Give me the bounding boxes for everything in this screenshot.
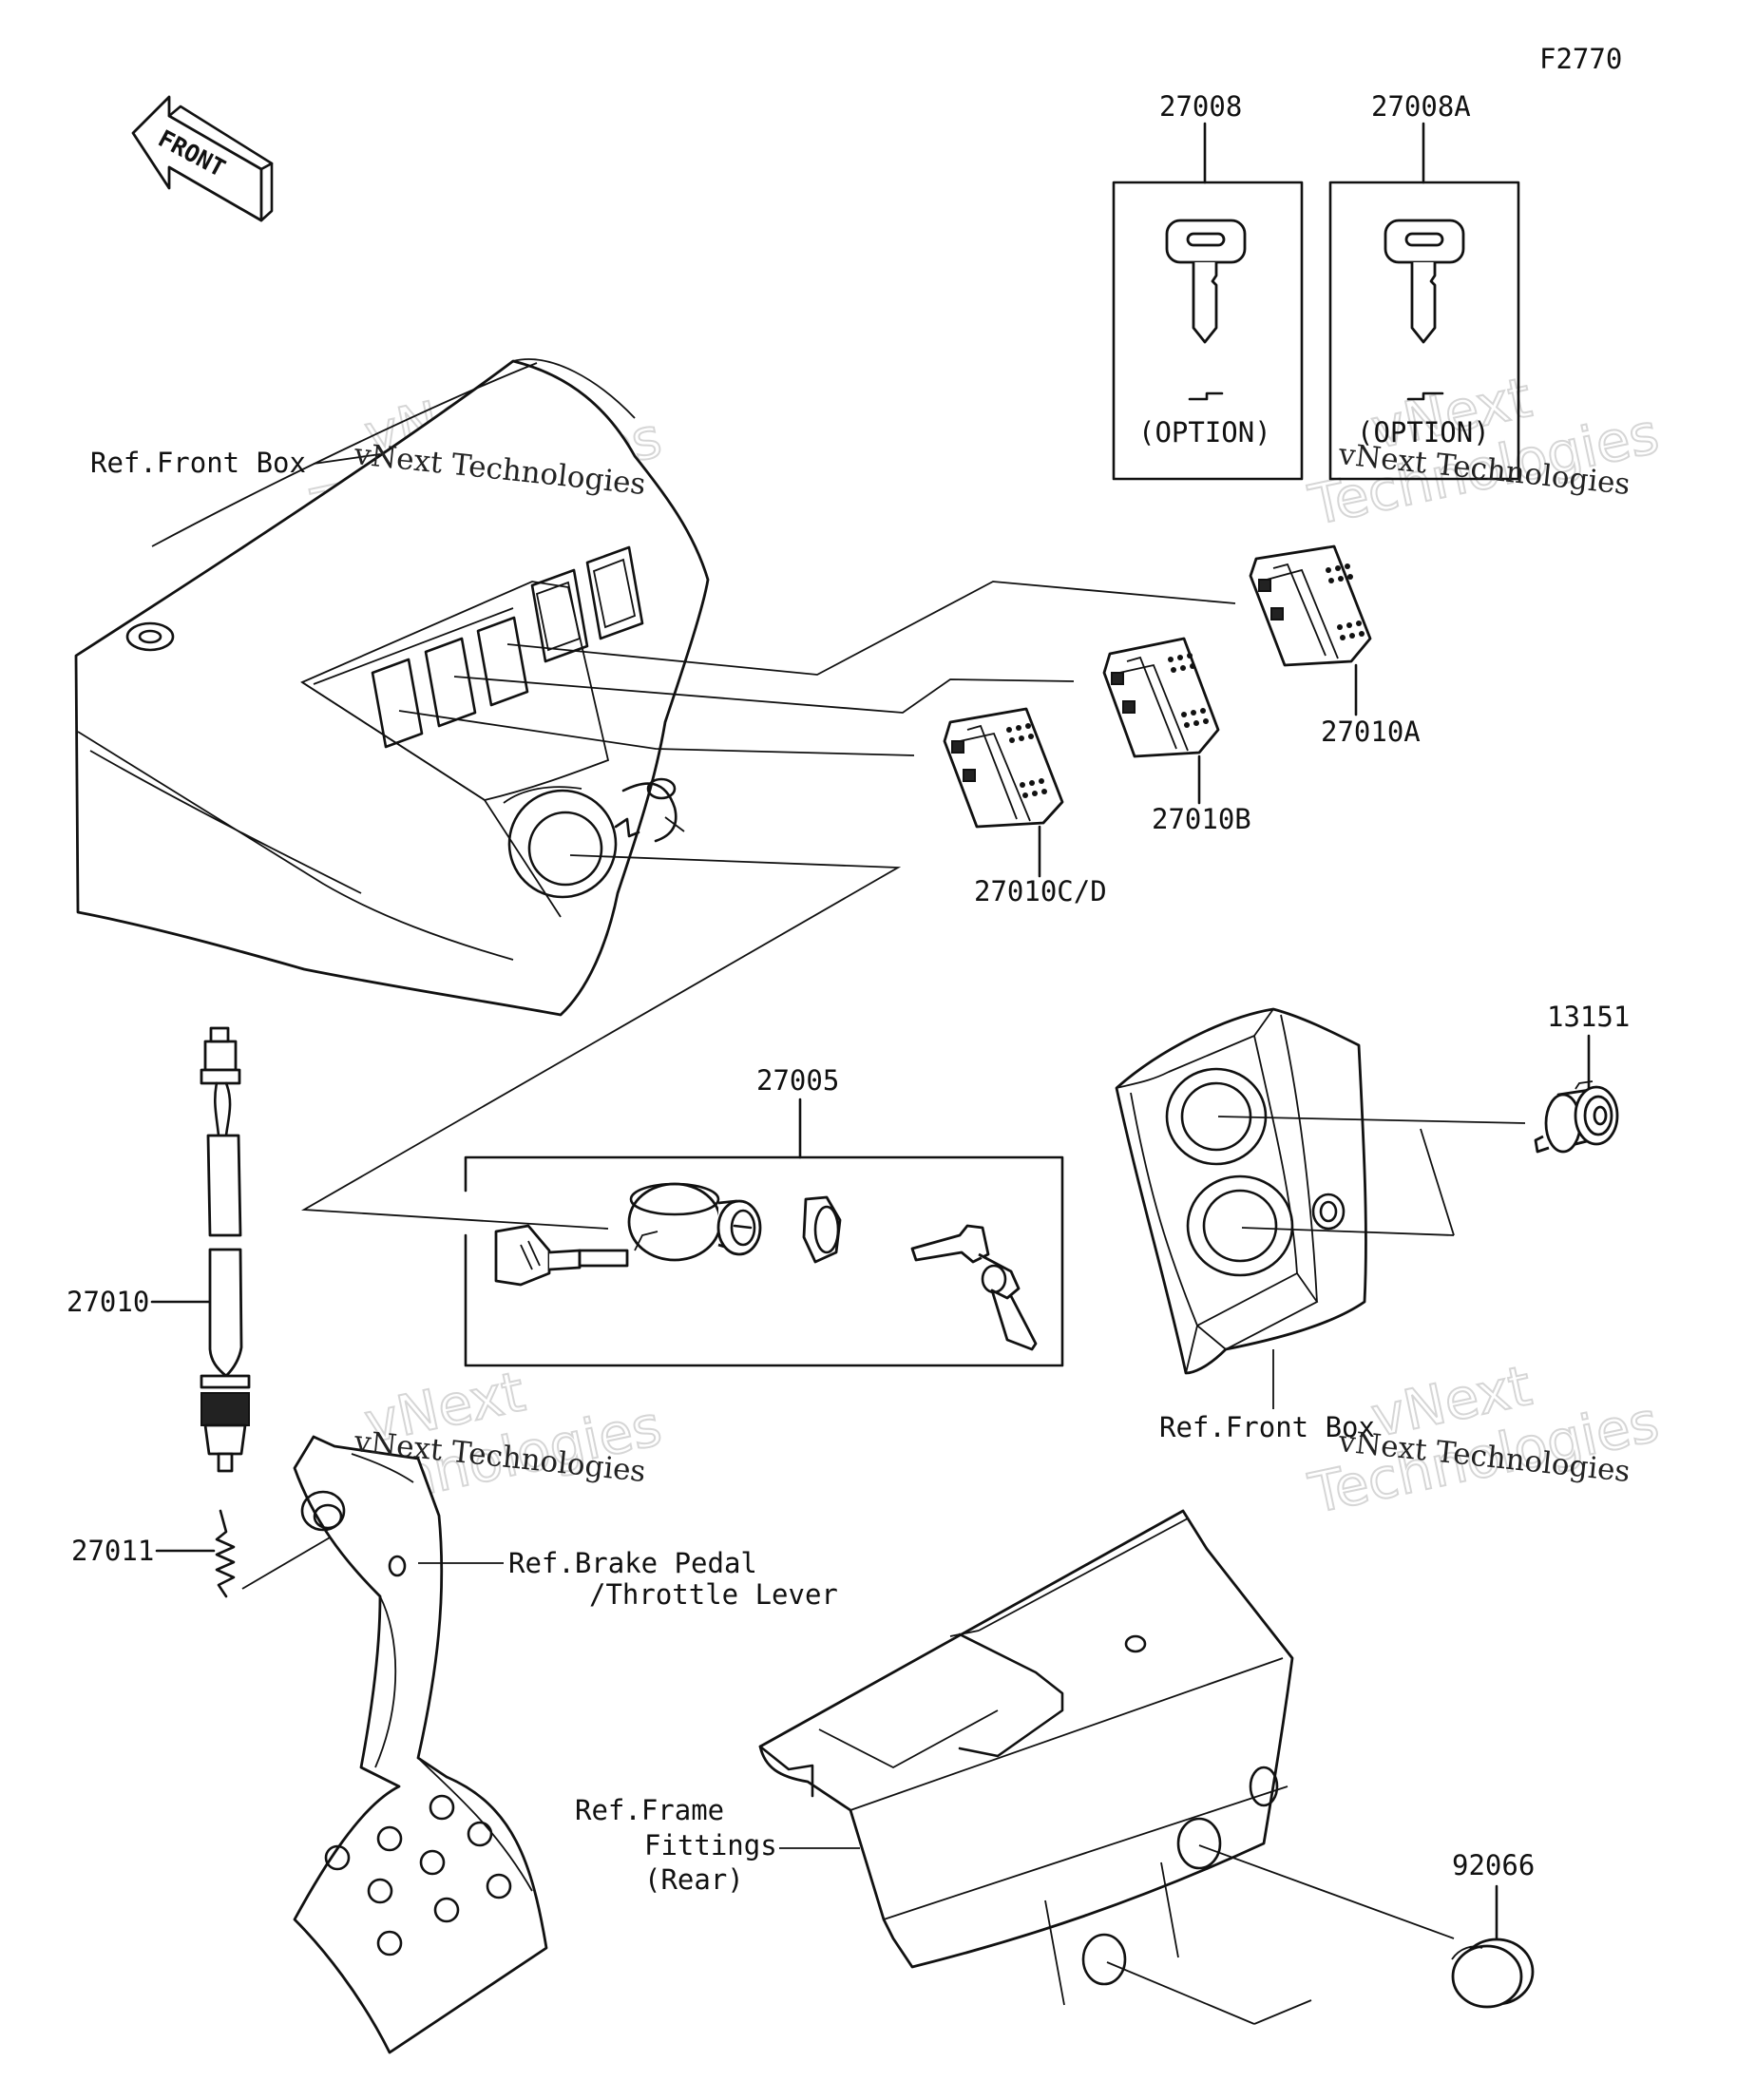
rocker-switch-27010B	[1102, 637, 1220, 758]
brake-light-switch-27010	[200, 1026, 251, 1473]
front-box-lower-illustration	[1115, 1007, 1367, 1375]
ref-brake-pedal-label-line2: /Throttle Lever	[589, 1578, 838, 1611]
part-number-27010A: 27010A	[1321, 716, 1421, 748]
part-number-27011: 27011	[71, 1535, 154, 1567]
part-number-92066: 92066	[1452, 1849, 1535, 1881]
part-number-27008A: 27008A	[1371, 90, 1471, 123]
part-number-27008: 27008	[1159, 90, 1242, 123]
part-number-13151: 13151	[1547, 1001, 1630, 1033]
front-arrow-icon: FRONT	[131, 95, 274, 222]
key-icon	[1384, 219, 1465, 401]
lock-nut	[802, 1195, 842, 1264]
option-box-27008: 27008 (OPTION)	[1112, 90, 1304, 481]
accessory-socket-13151	[1534, 1080, 1619, 1154]
ref-front-box-mid-label: Ref.Front Box	[1159, 1411, 1375, 1443]
part-number-27005: 27005	[756, 1064, 839, 1097]
option-note: (OPTION)	[1138, 416, 1271, 449]
plug-cap-92066	[1451, 1938, 1535, 2009]
ref-frame-label-line3: (Rear)	[644, 1863, 744, 1896]
part-number-27010B: 27010B	[1152, 803, 1251, 835]
ref-frame-label-line2: Fittings	[644, 1829, 777, 1861]
option-box-27008A: 27008A (OPTION)	[1328, 90, 1520, 481]
option-note: (OPTION)	[1357, 416, 1490, 449]
ref-front-box-top-label: Ref.Front Box	[90, 447, 306, 479]
ref-brake-pedal-label-line1: Ref.Brake Pedal	[508, 1547, 757, 1579]
rocker-switch-27010A	[1249, 544, 1372, 667]
front-box-panel-illustration	[74, 358, 710, 1017]
ignition-keys	[910, 1224, 1038, 1351]
frame-fittings-illustration	[758, 1509, 1294, 2006]
ignition-switch-assembly	[494, 1182, 762, 1287]
part-number-27010: 27010	[67, 1286, 149, 1318]
figure-code: F2770	[1539, 43, 1622, 75]
key-icon	[1165, 219, 1247, 401]
brake-pedal-illustration	[293, 1435, 548, 2054]
part-number-27010CD: 27010C/D	[974, 875, 1107, 907]
rocker-switch-27010CD	[943, 707, 1064, 829]
ref-frame-label-line1: Ref.Frame	[575, 1794, 724, 1826]
return-spring-27011	[215, 1509, 236, 1598]
